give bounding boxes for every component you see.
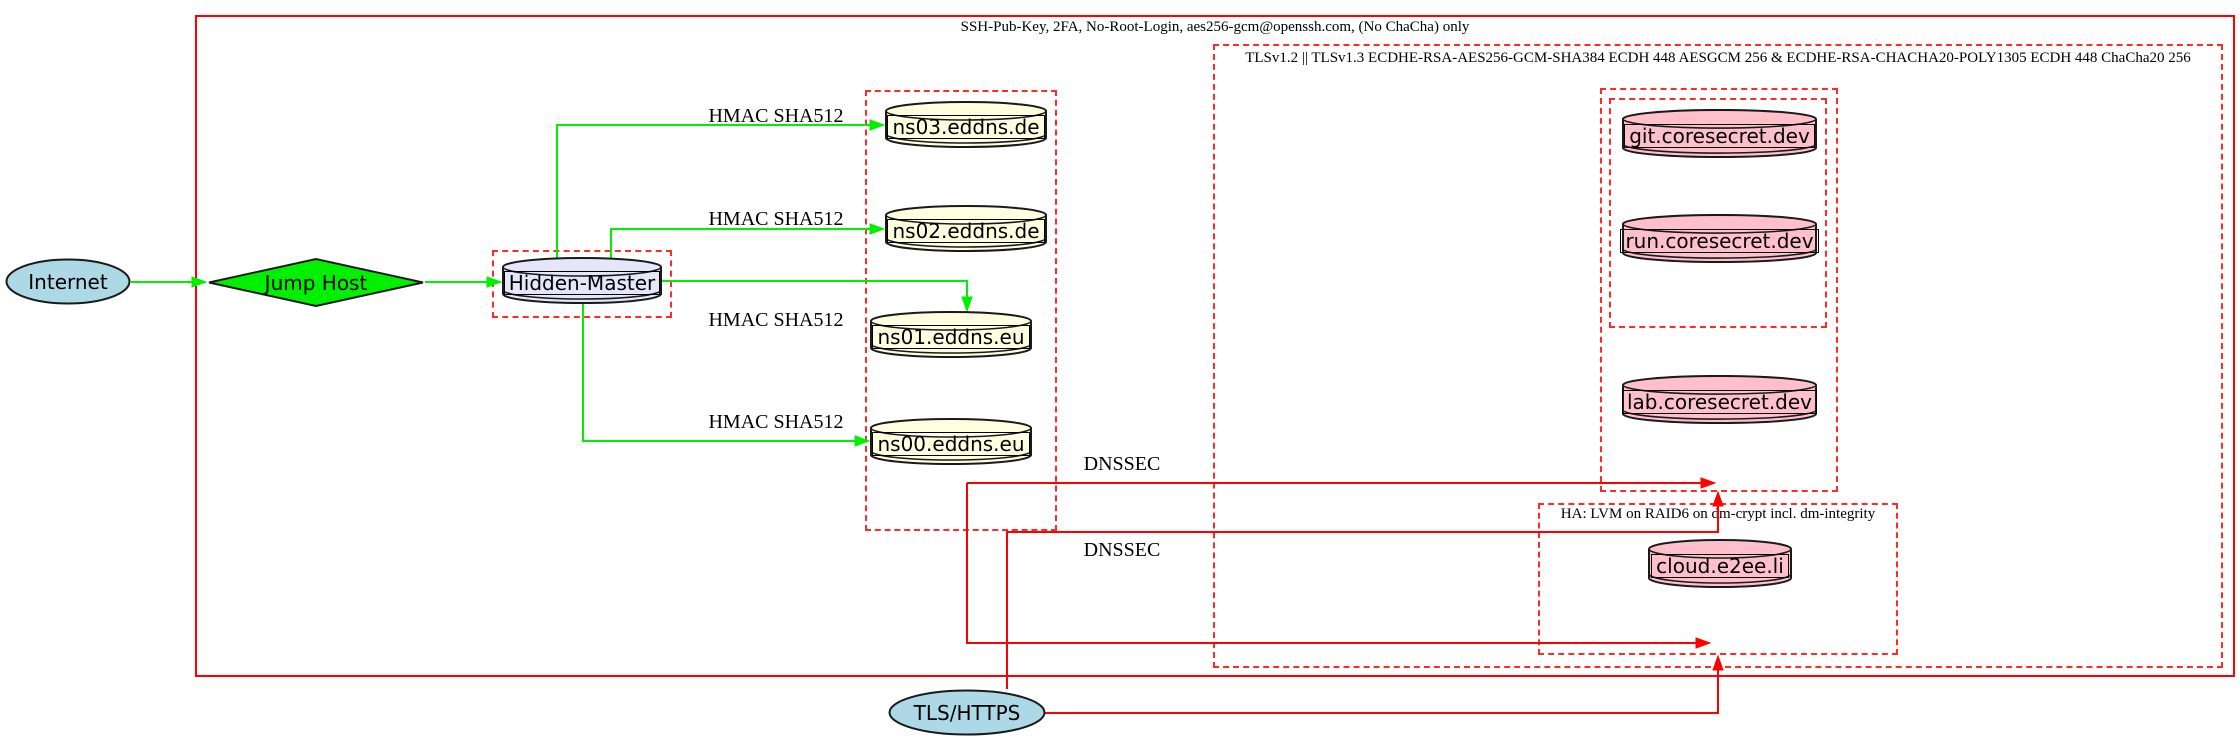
node-run-label: run.coresecret.dev [1620, 228, 1819, 254]
edge-dnssec-coresecret [967, 477, 1717, 489]
cloud-cylinder-shape [1648, 539, 1792, 588]
cluster-coresecret-outer-box [1600, 88, 1838, 492]
edge-hiddenmaster-ns03 [556, 119, 886, 258]
jump-host-diamond-shape [208, 257, 424, 308]
node-run: run.coresecret.dev [1620, 214, 1819, 263]
edge-label-hmac-ns00: HMAC SHA512 [708, 411, 844, 433]
node-internet: Internet [5, 258, 131, 305]
git-cylinder-shape [1622, 109, 1817, 158]
node-ns02-label: ns02.eddns.de [887, 218, 1045, 244]
tls-https-ellipse-shape [888, 689, 1046, 736]
node-tls-https-label: TLS/HTTPS [913, 700, 1021, 725]
node-ns00: ns00.eddns.eu [870, 418, 1032, 465]
edge-label-dnssec-2: DNSSEC [1083, 539, 1161, 561]
internet-ellipse-shape [5, 258, 131, 305]
node-internet-label: Internet [28, 269, 108, 294]
node-jump-host: Jump Host [207, 257, 425, 308]
ns00-cylinder-shape [870, 418, 1032, 465]
node-hidden-master: Hidden-Master [502, 257, 662, 304]
node-cloud-label: cloud.e2ee.li [1651, 553, 1789, 579]
cluster-coresecret-inner-box [1609, 98, 1827, 328]
edge-dnssec-ha [966, 483, 1712, 649]
node-ns02: ns02.eddns.de [885, 205, 1047, 252]
node-cloud: cloud.e2ee.li [1648, 539, 1792, 588]
edge-label-dnssec-1: DNSSEC [1083, 453, 1161, 475]
node-tls-https: TLS/HTTPS [888, 689, 1046, 736]
node-hidden-master-label: Hidden-Master [503, 270, 661, 296]
ns03-cylinder-shape [885, 101, 1047, 148]
node-ns03-label: ns03.eddns.de [887, 114, 1045, 140]
edge-label-hmac-ns02: HMAC SHA512 [708, 208, 844, 230]
node-ns00-label: ns00.eddns.eu [872, 431, 1030, 457]
cluster-ssh-label: SSH-Pub-Key, 2FA, No-Root-Login, aes256-… [960, 19, 1470, 35]
edge-hiddenmaster-ns00 [582, 304, 871, 447]
cluster-eddns-box [865, 90, 1057, 531]
cluster-ssh-perimeter-box [195, 15, 2235, 677]
edge-internet-jumphost [131, 276, 208, 288]
edge-tlshttps-ha [1045, 654, 1724, 714]
edge-hiddenmaster-ns01 [662, 280, 973, 313]
ns02-cylinder-shape [885, 205, 1047, 252]
ns01-cylinder-shape [870, 311, 1032, 358]
node-ns03: ns03.eddns.de [885, 101, 1047, 148]
edge-jumphost-hiddenmaster [425, 276, 503, 288]
node-ns01: ns01.eddns.eu [870, 311, 1032, 358]
node-git: git.coresecret.dev [1622, 109, 1817, 158]
edge-label-hmac-ns01: HMAC SHA512 [708, 309, 844, 331]
node-jump-host-label: Jump Host [264, 270, 368, 295]
edge-tlshttps-coresecret [1006, 490, 1724, 689]
node-lab: lab.coresecret.dev [1621, 375, 1818, 424]
hidden-master-cylinder-shape [502, 257, 662, 304]
node-lab-label: lab.coresecret.dev [1621, 389, 1818, 415]
edge-hiddenmaster-ns02 [610, 223, 886, 258]
cluster-tls-label: TLSv1.2 || TLSv1.3 ECDHE-RSA-AES256-GCM-… [1245, 50, 2191, 66]
node-ns01-label: ns01.eddns.eu [872, 324, 1030, 350]
node-git-label: git.coresecret.dev [1624, 123, 1815, 149]
edge-label-hmac-ns03: HMAC SHA512 [708, 105, 844, 127]
